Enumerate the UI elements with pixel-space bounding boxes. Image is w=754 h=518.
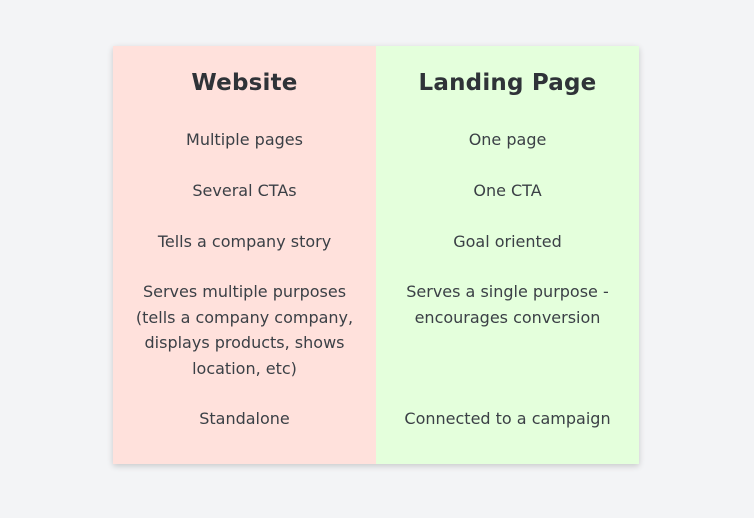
landing-row-ctas: One CTA <box>473 181 542 200</box>
website-column: Website Multiple pages Several CTAs Tell… <box>113 46 376 464</box>
landing-page-column-title: Landing Page <box>418 70 597 96</box>
website-column-title: Website <box>191 70 298 96</box>
website-row-purpose: Serves multiple purposes (tells a compan… <box>135 282 354 378</box>
website-row-story: Tells a company story <box>157 232 332 251</box>
landing-page-column: Landing Page One page One CTA Goal orien… <box>376 46 639 464</box>
landing-row-purpose: Serves a single purpose - encourages con… <box>406 282 609 327</box>
website-row-standalone: Standalone <box>199 409 290 428</box>
website-row-ctas: Several CTAs <box>192 181 297 200</box>
landing-row-pages: One page <box>468 130 547 149</box>
website-row-pages: Multiple pages <box>186 130 303 149</box>
landing-row-campaign: Connected to a campaign <box>404 409 611 428</box>
landing-row-goal: Goal oriented <box>453 232 562 251</box>
comparison-table: Website Multiple pages Several CTAs Tell… <box>113 46 639 464</box>
